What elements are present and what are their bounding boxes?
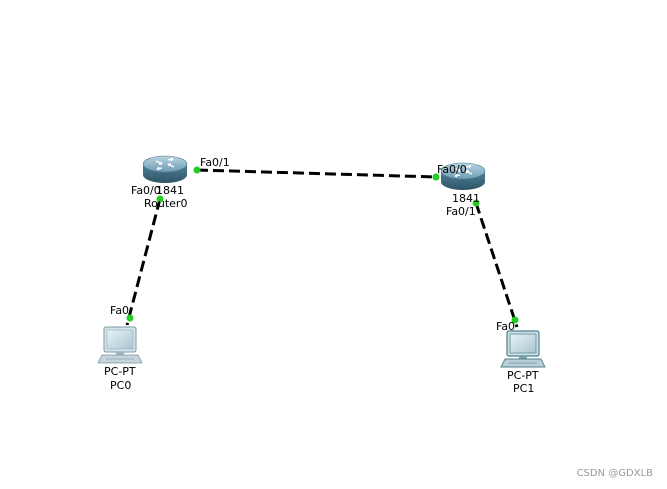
pc1-desktop-pc-icon[interactable] — [500, 330, 546, 368]
pc0-fa0-port-label: Fa0 — [110, 304, 130, 317]
router0-router-icon[interactable] — [142, 155, 188, 183]
router1-model-label: 1841 — [452, 192, 480, 205]
link-light-pc0-fa0 — [126, 314, 134, 322]
link-router1-pc1[interactable] — [474, 202, 519, 328]
pc1-model-label: PC-PT — [507, 369, 539, 382]
router0-fa0-1-port-label: Fa0/1 — [200, 156, 230, 169]
router1-fa0-0-port-label: Fa0/0 — [437, 163, 467, 176]
link-light-router0-fa0-0 — [156, 195, 164, 203]
pc0-name-label: PC0 — [110, 379, 132, 392]
link-light-router0-fa0-1 — [193, 166, 201, 174]
router0-model-label: 1841 — [156, 184, 184, 197]
pc0-model-label: PC-PT — [104, 365, 136, 378]
pc0-desktop-pc-icon[interactable] — [97, 326, 143, 364]
link-router0-router1[interactable] — [196, 168, 437, 179]
router0-name-label: Router0 — [144, 197, 188, 210]
router1-fa0-1-port-label: Fa0/1 — [446, 205, 476, 218]
link-router0-pc0[interactable] — [125, 198, 162, 326]
link-light-pc1-fa0 — [511, 316, 519, 324]
router0-fa0-0-port-label: Fa0/0 — [131, 184, 161, 197]
pc1-fa0-port-label: Fa0 — [496, 320, 516, 333]
link-light-router1-fa0-1 — [472, 199, 480, 207]
link-light-router1-fa0-0 — [432, 173, 440, 181]
pc1-name-label: PC1 — [513, 382, 535, 395]
router1-router-icon[interactable] — [440, 162, 486, 190]
watermark: CSDN @GDXLB — [576, 468, 653, 479]
